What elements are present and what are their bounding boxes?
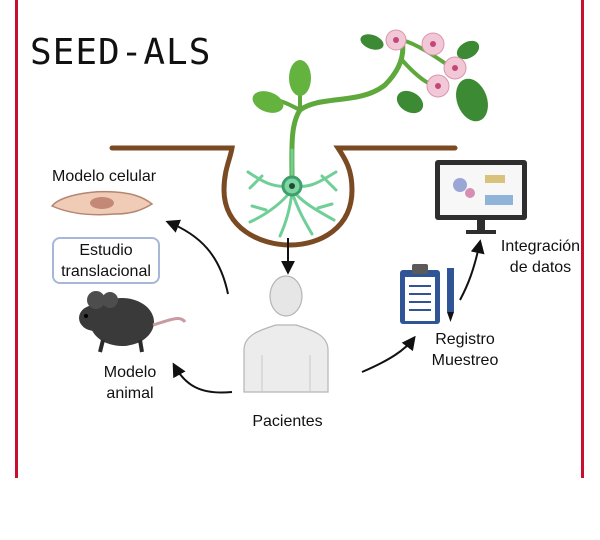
patient-icon [243,275,329,393]
computer-icon [435,160,527,234]
animal-model-line-1: Modelo [103,364,157,381]
neuron-icon [246,148,338,238]
cell-icon [50,190,154,216]
clipboard-icon [400,264,454,324]
integration-line-1: Integración [500,238,581,255]
mouse-icon [79,291,187,353]
cell-model-label: Modelo celular [52,168,157,185]
arrow-to-cell-model [165,219,229,295]
plant-icon [252,29,488,181]
registry-label: Registro Muestreo [425,329,505,371]
translational-study-box: Estudio translacional [52,237,160,284]
left-border-line [15,0,18,478]
translational-line-2: translacional [61,263,151,280]
arrow-to-integration [459,239,485,301]
patients-label: Pacientes [252,413,323,430]
soil-icon [109,145,458,248]
translational-line-1: Estudio [79,242,133,259]
integration-label: Integración de datos [493,236,588,278]
integration-line-2: de datos [509,259,572,276]
arrow-to-animal-model [172,362,233,394]
animal-model-label: Modelo animal [95,362,165,404]
registry-line-1: Registro [435,331,495,348]
diagram-title: SEED-ALS [30,32,212,73]
right-border-line [581,0,584,478]
animal-model-line-2: animal [106,385,154,402]
arrow-to-registry [361,335,416,373]
registry-line-2: Muestreo [431,352,499,369]
